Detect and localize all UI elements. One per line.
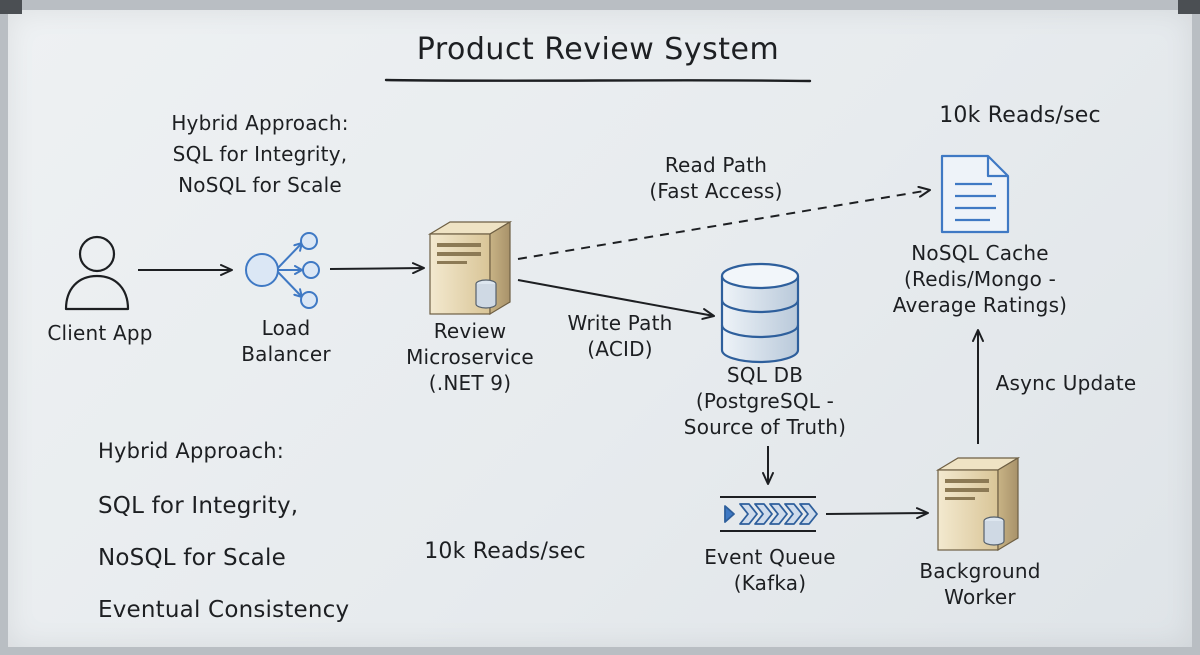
bottom-note-line: NoSQL for Scale: [98, 545, 286, 571]
review-service-label: Review: [433, 319, 507, 343]
event-queue-label: (Kafka): [733, 571, 807, 595]
arrow-write-path: [517, 279, 715, 320]
client-app-label: Client App: [47, 321, 153, 345]
worker-server-icon: [935, 456, 1021, 552]
reads-top-label: 10k Reads/sec: [939, 103, 1101, 128]
arrow-read-path: [517, 185, 931, 260]
write-path-label: Write Path: [567, 311, 673, 335]
user-icon: [64, 235, 130, 311]
top-note-line: Hybrid Approach:: [171, 111, 349, 135]
worker-label: Background: [919, 559, 1041, 583]
load-balancer-label: Balancer: [241, 342, 331, 366]
review-service-label: (.NET 9): [428, 371, 512, 395]
arrow-queue-to-worker: [825, 507, 929, 520]
board-corner-top-right: [1178, 0, 1200, 14]
queue-icon: [720, 496, 818, 532]
reads-bottom-label: 10k Reads/sec: [424, 539, 586, 564]
write-path-sublabel: (ACID): [587, 337, 653, 361]
nosql-cache-label: (Redis/Mongo -: [904, 267, 1056, 291]
bottom-note-line: SQL for Integrity,: [98, 493, 299, 519]
async-update-label: Async Update: [995, 371, 1137, 395]
sql-db-label: (PostgreSQL -: [695, 389, 835, 413]
nosql-cache-label: Average Ratings): [892, 293, 1068, 317]
bottom-note-line: Eventual Consistency: [98, 597, 350, 623]
load-balancer-label: Load: [261, 316, 311, 340]
board-corner-top-left: [0, 0, 22, 14]
worker-label: Worker: [944, 585, 1016, 609]
arrow-lb-to-service: [329, 262, 425, 275]
top-note-line: SQL for Integrity,: [172, 142, 348, 166]
read-path-label: Read Path: [664, 153, 768, 177]
bottom-note-line: Hybrid Approach:: [98, 439, 285, 463]
read-path-sublabel: (Fast Access): [649, 179, 783, 203]
event-queue-label: Event Queue: [704, 545, 836, 569]
sql-db-label: Source of Truth): [683, 415, 847, 439]
load-balancer-icon: [245, 232, 320, 309]
title-underline: [384, 78, 812, 83]
sql-db-label: SQL DB: [726, 363, 804, 387]
page-title: Product Review System: [416, 32, 780, 67]
top-note-line: NoSQL for Scale: [178, 173, 342, 197]
document-icon: [940, 154, 1010, 234]
nosql-cache-label: NoSQL Cache: [911, 241, 1049, 265]
server-icon: [427, 220, 513, 316]
review-service-label: Microservice: [406, 345, 534, 369]
database-icon: [720, 262, 800, 364]
